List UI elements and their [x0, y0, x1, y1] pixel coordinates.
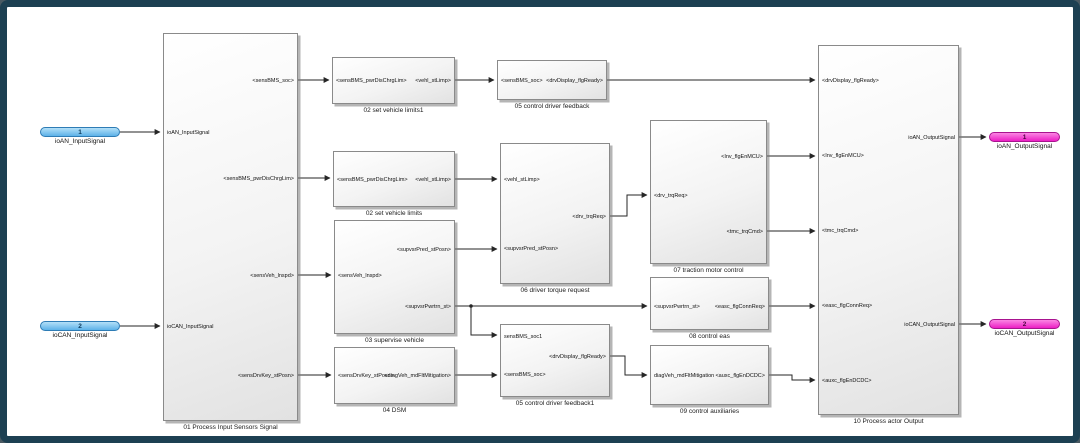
- block-10-process-actor-output[interactable]: <drvDisplay_flgReady> <Inv_flgEnMCU> <tm…: [818, 45, 959, 425]
- block-09-control-auxiliaries[interactable]: diagVeh_mdFltMitigation <auxc_flgEnDCDC>…: [650, 345, 769, 415]
- block-02-set-vehicle-limits[interactable]: <sensBMS_pwrDisChrgLim> <vehl_stLimp> 02…: [333, 151, 455, 217]
- port-label: <sensVeh_lnspd>: [250, 273, 294, 279]
- block-03-supervise-vehicle[interactable]: <sensVeh_lnspd> <supvsrPred_stPosn> <sup…: [334, 220, 455, 344]
- block-01-process-input-sensors-signal[interactable]: ioAN_InputSignal ioCAN_InputSignal <sens…: [163, 33, 298, 431]
- inport-1-capsule[interactable]: 1: [40, 127, 120, 137]
- port-label: <auxc_flgEnDCDC>: [715, 373, 765, 379]
- block-name: 10 Process actor Output: [853, 418, 924, 425]
- wire-supvsrPwrtrn-branch-to-b05b[interactable]: [470, 306, 498, 338]
- port-label: <auxc_flgEnDCDC>: [822, 378, 872, 384]
- block-name: 03 supervise vehicle: [365, 337, 424, 344]
- outport-2-capsule[interactable]: 2: [989, 319, 1060, 329]
- port-label: <Inv_flgEnMCU>: [721, 154, 763, 160]
- block-name: 07 traction motor control: [673, 267, 744, 274]
- port-label: <tmc_trqCmd>: [726, 229, 763, 235]
- inport-2-capsule[interactable]: 2: [40, 321, 120, 331]
- block-name: 05 control driver feedback1: [515, 400, 595, 407]
- port-label: <drvDisplay_flgReady>: [546, 78, 603, 84]
- outport-1-label: ioAN_OutputSignal: [996, 143, 1053, 150]
- inport-ioAN-InputSignal[interactable]: 1 ioAN_InputSignal: [40, 127, 120, 145]
- signal-wires: [120, 77, 987, 383]
- port-label: ioAN_OutputSignal: [908, 135, 955, 141]
- port-label: ioCAN_InputSignal: [167, 324, 214, 330]
- block-05-control-driver-feedback1[interactable]: sensBMS_soc1 <sensBMS_soc> <drvDisplay_f…: [500, 324, 610, 407]
- block-name: 02 set vehicle limits1: [363, 107, 424, 114]
- outport-1-capsule[interactable]: 1: [989, 132, 1060, 142]
- port-label: <easc_flgConnReq>: [714, 304, 765, 310]
- port-label: <vehl_stLimp>: [415, 177, 451, 183]
- port-label: <vehl_stLimp>: [504, 177, 540, 183]
- inport-2-label: ioCAN_InputSignal: [52, 332, 108, 339]
- block-07-traction-motor-control[interactable]: <drv_trqReq> <Inv_flgEnMCU> <tmc_trqCmd>…: [650, 120, 767, 274]
- wire-auxc-flgEnDCDC-to-b10[interactable]: [769, 374, 816, 383]
- port-label: <vehl_stLimp>: [415, 78, 451, 84]
- port-label: <sensDrvKey_stPosn>: [238, 373, 294, 379]
- port-label: <sensBMS_pwrDisChrgLim>: [337, 177, 408, 183]
- outport-2-label: ioCAN_OutputSignal: [994, 330, 1055, 337]
- block-08-control-eas[interactable]: <supvsrPwrtrn_st> <easc_flgConnReq> 08 c…: [650, 277, 769, 340]
- port-label: <sensBMS_pwrDisChrgLim>: [223, 176, 294, 182]
- port-label: <supvsrPred_stPosn>: [396, 247, 451, 253]
- inport-1-label: ioAN_InputSignal: [54, 138, 106, 145]
- block-name: 06 driver torque request: [520, 287, 590, 294]
- port-label: <drv_trqReq>: [654, 193, 688, 199]
- port-label: <supvsrPwrtrn_st>: [654, 304, 700, 310]
- port-label: <easc_flgConnReq>: [822, 303, 873, 309]
- port-label: <sensBMS_soc>: [252, 78, 294, 84]
- inport-ioCAN-InputSignal[interactable]: 2 ioCAN_InputSignal: [40, 321, 120, 339]
- branch-dot: [469, 304, 473, 308]
- port-label: ioAN_InputSignal: [167, 130, 210, 136]
- port-label: <Inv_flgEnMCU>: [822, 153, 864, 159]
- port-label: <sensBMS_soc>: [501, 78, 543, 84]
- block-06-driver-torque-request[interactable]: <vehl_stLimp> <supvsrPred_stPosn> <drv_t…: [500, 143, 610, 294]
- port-label: <drvDisplay_flgReady>: [822, 78, 879, 84]
- block-04-dsm[interactable]: <sensDrvKey_stPosn> <diagVeh_mdFltMitiga…: [334, 347, 455, 414]
- port-label: <sensBMS_pwrDisChrgLim>: [336, 78, 407, 84]
- block-02-set-vehicle-limits1[interactable]: <sensBMS_pwrDisChrgLim> <vehl_stLimp> 02…: [332, 57, 455, 114]
- outport-ioCAN-OutputSignal[interactable]: 2 ioCAN_OutputSignal: [989, 319, 1060, 337]
- wire-drvDisplay1-to-b09[interactable]: [610, 355, 648, 378]
- port-label: ioCAN_OutputSignal: [904, 322, 955, 328]
- port-label: <sensVeh_lnspd>: [338, 273, 382, 279]
- wire-drv-trqReq-to-b07[interactable]: [610, 192, 648, 217]
- port-label: diagVeh_mdFltMitigation: [654, 373, 715, 379]
- block-name: 01 Process Input Sensors Signal: [183, 424, 278, 431]
- port-label: <supvsrPwrtrn_st>: [405, 304, 451, 310]
- port-label: <diagVeh_mdFltMitigation>: [384, 373, 451, 379]
- block-name: 05 control driver feedback: [514, 103, 590, 110]
- block-name: 08 control eas: [689, 333, 730, 340]
- block-name: 02 set vehicle limits: [365, 210, 423, 217]
- port-label: sensBMS_soc1: [504, 334, 543, 340]
- port-label: <supvsrPred_stPosn>: [504, 246, 559, 252]
- block-05-control-driver-feedback[interactable]: <sensBMS_soc> <drvDisplay_flgReady> 05 c…: [497, 60, 607, 110]
- block-name: 09 control auxiliaries: [679, 408, 740, 415]
- block-name: 04 DSM: [382, 407, 407, 414]
- port-label: <drvDisplay_flgReady>: [549, 354, 606, 360]
- outport-ioAN-OutputSignal[interactable]: 1 ioAN_OutputSignal: [989, 132, 1060, 150]
- port-label: <sensDrvKey_stPosn>: [338, 373, 394, 379]
- port-label: <tmc_trqCmd>: [822, 228, 859, 234]
- port-label: <drv_trqReq>: [572, 214, 606, 220]
- port-label: <sensBMS_soc>: [504, 372, 546, 378]
